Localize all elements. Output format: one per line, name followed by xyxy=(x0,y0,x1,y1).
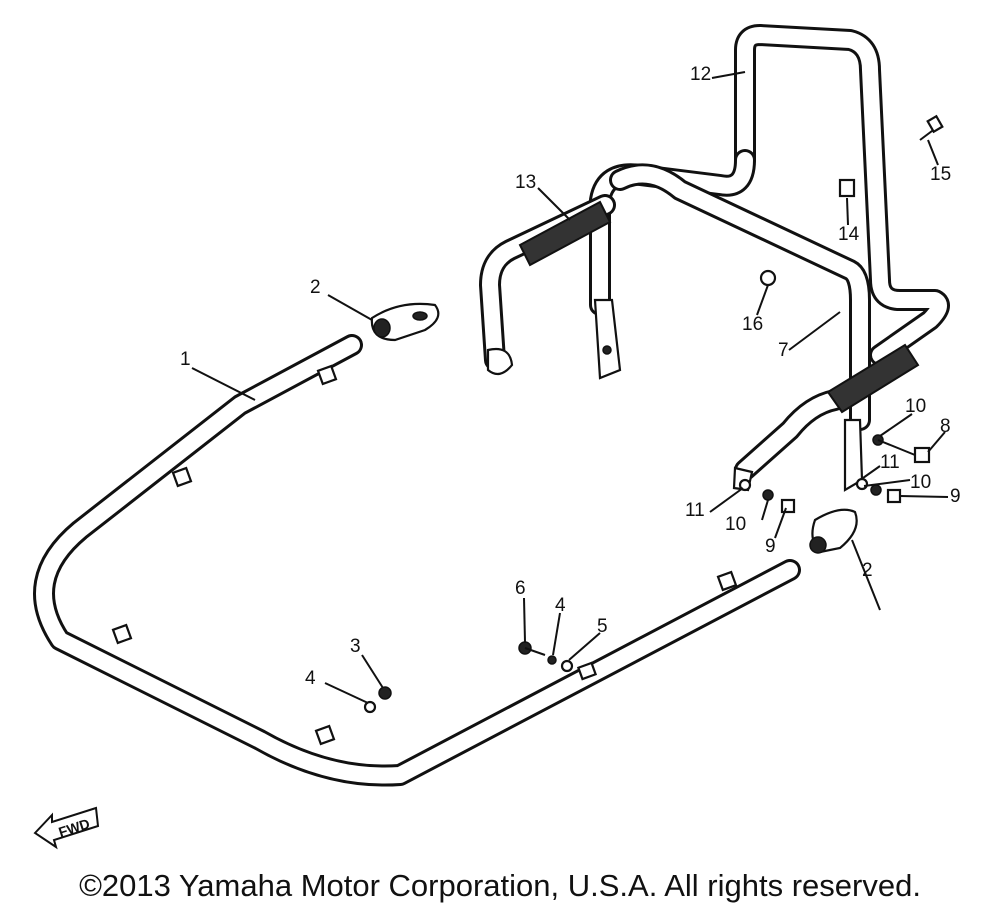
callout-1: 1 xyxy=(180,349,191,370)
callout-3: 3 xyxy=(350,636,361,657)
fwd-arrow-icon: FWD xyxy=(33,806,100,850)
callout-9-right: 9 xyxy=(950,486,961,507)
callout-10-left: 10 xyxy=(725,514,746,535)
callout-7: 7 xyxy=(778,340,789,361)
leader-lines xyxy=(191,71,949,704)
callout-9-left: 9 xyxy=(765,536,776,557)
fasteners xyxy=(738,114,944,514)
callout-16: 16 xyxy=(742,314,763,335)
callout-2-left: 2 xyxy=(310,277,321,298)
bumper-studs xyxy=(111,364,738,746)
brackets xyxy=(486,298,864,492)
callout-11-right: 11 xyxy=(880,452,900,473)
callout-5: 5 xyxy=(597,616,608,637)
grab-bar xyxy=(589,24,950,366)
callout-4-right: 4 xyxy=(555,595,566,616)
callout-12: 12 xyxy=(690,64,711,85)
grip-right xyxy=(826,343,920,414)
copyright-text: ©2013 Yamaha Motor Corporation, U.S.A. A… xyxy=(79,868,921,903)
callout-8: 8 xyxy=(940,416,951,437)
callout-4-left: 4 xyxy=(305,668,316,689)
parts-diagram: 1 2 3 4 6 4 5 2 7 8 9 9 10 10 10 11 11 1… xyxy=(33,24,961,850)
bumper-hardware xyxy=(363,641,598,714)
callout-10-right: 10 xyxy=(910,472,931,493)
callout-10-top: 10 xyxy=(905,396,926,417)
grip-left xyxy=(518,200,612,267)
end-cap-right xyxy=(809,508,858,554)
callout-14: 14 xyxy=(838,224,860,245)
bumper-tube xyxy=(33,334,801,787)
callout-labels: 1 2 3 4 6 4 5 2 7 8 9 9 10 10 10 11 11 1… xyxy=(180,64,961,689)
callout-6: 6 xyxy=(515,578,526,599)
callout-11-left: 11 xyxy=(685,500,705,521)
callout-2-right: 2 xyxy=(862,560,873,581)
handle-rail xyxy=(479,163,871,481)
end-cap-left xyxy=(370,302,440,342)
callout-15: 15 xyxy=(930,164,951,185)
callout-13: 13 xyxy=(515,172,536,193)
